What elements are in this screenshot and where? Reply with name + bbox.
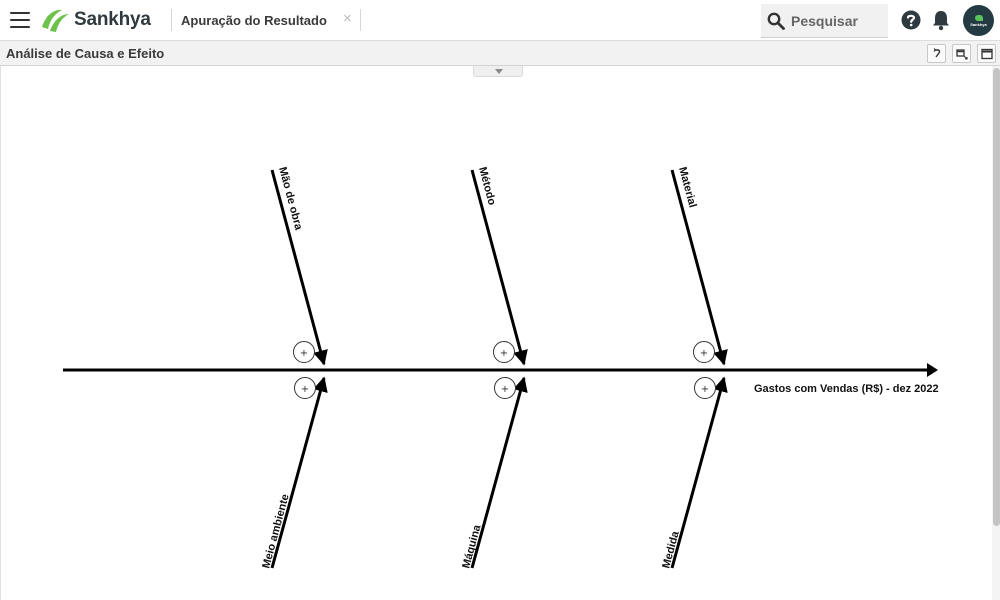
top-bar: Sankhya Apuração do Resultado × Sankhya	[0, 0, 1000, 41]
detach-icon	[956, 49, 968, 60]
rib-metodo: Método	[470, 166, 528, 366]
help-icon[interactable]	[901, 10, 921, 30]
chevron-down-icon	[495, 69, 503, 74]
add-cause-button-material[interactable]: +	[693, 341, 715, 363]
add-cause-button-metodo[interactable]: +	[493, 341, 515, 363]
refresh-button[interactable]	[927, 44, 946, 63]
rib-maquina: Máquina	[460, 376, 528, 570]
maximize-icon	[981, 48, 993, 60]
sankhya-logo-icon	[42, 9, 69, 32]
fishbone-diagram: Gastos com Vendas (R$) - dez 2022 Mão de…	[63, 166, 939, 570]
effect-label: Gastos com Vendas (R$) - dez 2022	[754, 383, 939, 395]
user-avatar[interactable]: Sankhya	[963, 5, 994, 36]
tab-close-icon[interactable]: ×	[343, 10, 352, 27]
rib-label-medida: Medida	[660, 529, 682, 570]
refresh-icon	[933, 48, 941, 58]
brand-logo[interactable]: Sankhya	[40, 7, 151, 33]
divider	[171, 9, 172, 31]
add-icon: +	[301, 384, 309, 395]
add-icon: +	[701, 384, 709, 395]
detach-button[interactable]	[952, 44, 971, 63]
rib-medida: Medida	[660, 376, 728, 570]
add-icon: +	[501, 384, 509, 395]
add-icon: +	[700, 348, 708, 359]
rib-mao-de-obra: Mão de obra	[270, 166, 328, 366]
avatar-text: Sankhya	[970, 21, 987, 27]
add-cause-button-mao-de-obra[interactable]: +	[293, 341, 315, 363]
add-cause-button-meio-ambiente[interactable]: +	[294, 377, 316, 399]
collapse-toggle[interactable]	[473, 66, 523, 77]
tab-apuracao-label[interactable]: Apuração do Resultado	[181, 13, 327, 28]
rib-label-maquina: Máquina	[460, 523, 483, 570]
search-input[interactable]	[791, 12, 881, 29]
add-icon: +	[500, 348, 508, 359]
menu-icon[interactable]	[10, 12, 30, 28]
spine-arrowhead	[927, 363, 938, 377]
panel-header: Análise de Causa e Efeito	[0, 41, 1000, 66]
search-box[interactable]	[761, 4, 888, 38]
add-icon: +	[300, 348, 308, 359]
panel-title: Análise de Causa e Efeito	[6, 46, 165, 61]
search-icon	[767, 12, 785, 30]
notification-bell-icon[interactable]	[931, 9, 951, 31]
add-cause-button-medida[interactable]: +	[694, 377, 716, 399]
vertical-scrollbar[interactable]	[992, 66, 1000, 600]
avatar-logo-icon	[974, 14, 983, 21]
fishbone-content: Gastos com Vendas (R$) - dez 2022 Mão de…	[0, 66, 1000, 600]
scrollbar-thumb[interactable]	[993, 68, 1000, 526]
brand-name: Sankhya	[74, 9, 151, 30]
add-cause-button-maquina[interactable]: +	[494, 377, 516, 399]
divider	[360, 9, 361, 31]
rib-meio-ambiente: Meio ambiente	[260, 376, 328, 570]
rib-material: Material	[670, 166, 728, 366]
maximize-button[interactable]	[977, 44, 996, 63]
